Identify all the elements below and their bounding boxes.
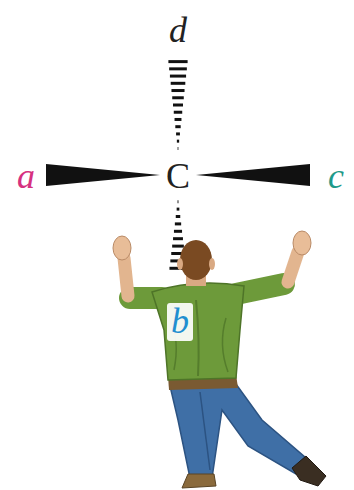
hash-stroke [174, 111, 182, 114]
hash-stroke [177, 140, 179, 143]
man-figure [113, 231, 326, 488]
hash-stroke [171, 89, 184, 92]
hash-stroke [169, 67, 187, 70]
hash-stroke [168, 60, 187, 63]
wedge-bond [196, 164, 310, 186]
hash-stroke [171, 82, 186, 85]
atom-label: C [166, 158, 190, 194]
hash-stroke [175, 118, 182, 121]
hash-stroke [175, 222, 181, 225]
hash-stroke [176, 200, 180, 203]
hash-stroke [173, 237, 183, 240]
substituent-label: d [169, 12, 187, 48]
hash-stroke [173, 104, 183, 107]
substituent-label: c [328, 158, 344, 194]
hash-stroke [176, 132, 180, 135]
hash-stroke [176, 147, 180, 150]
hash-stroke [177, 208, 180, 211]
hash-stroke [172, 245, 184, 248]
wedge-bond [46, 164, 160, 186]
hash-stroke [175, 125, 180, 128]
hashed-bond [168, 62, 187, 149]
hash-stroke [176, 215, 181, 218]
hash-stroke [170, 75, 186, 78]
hash-stroke [172, 96, 184, 99]
hash-stroke [174, 230, 182, 233]
substituent-label: b [167, 303, 193, 341]
substituent-label: a [17, 158, 35, 194]
